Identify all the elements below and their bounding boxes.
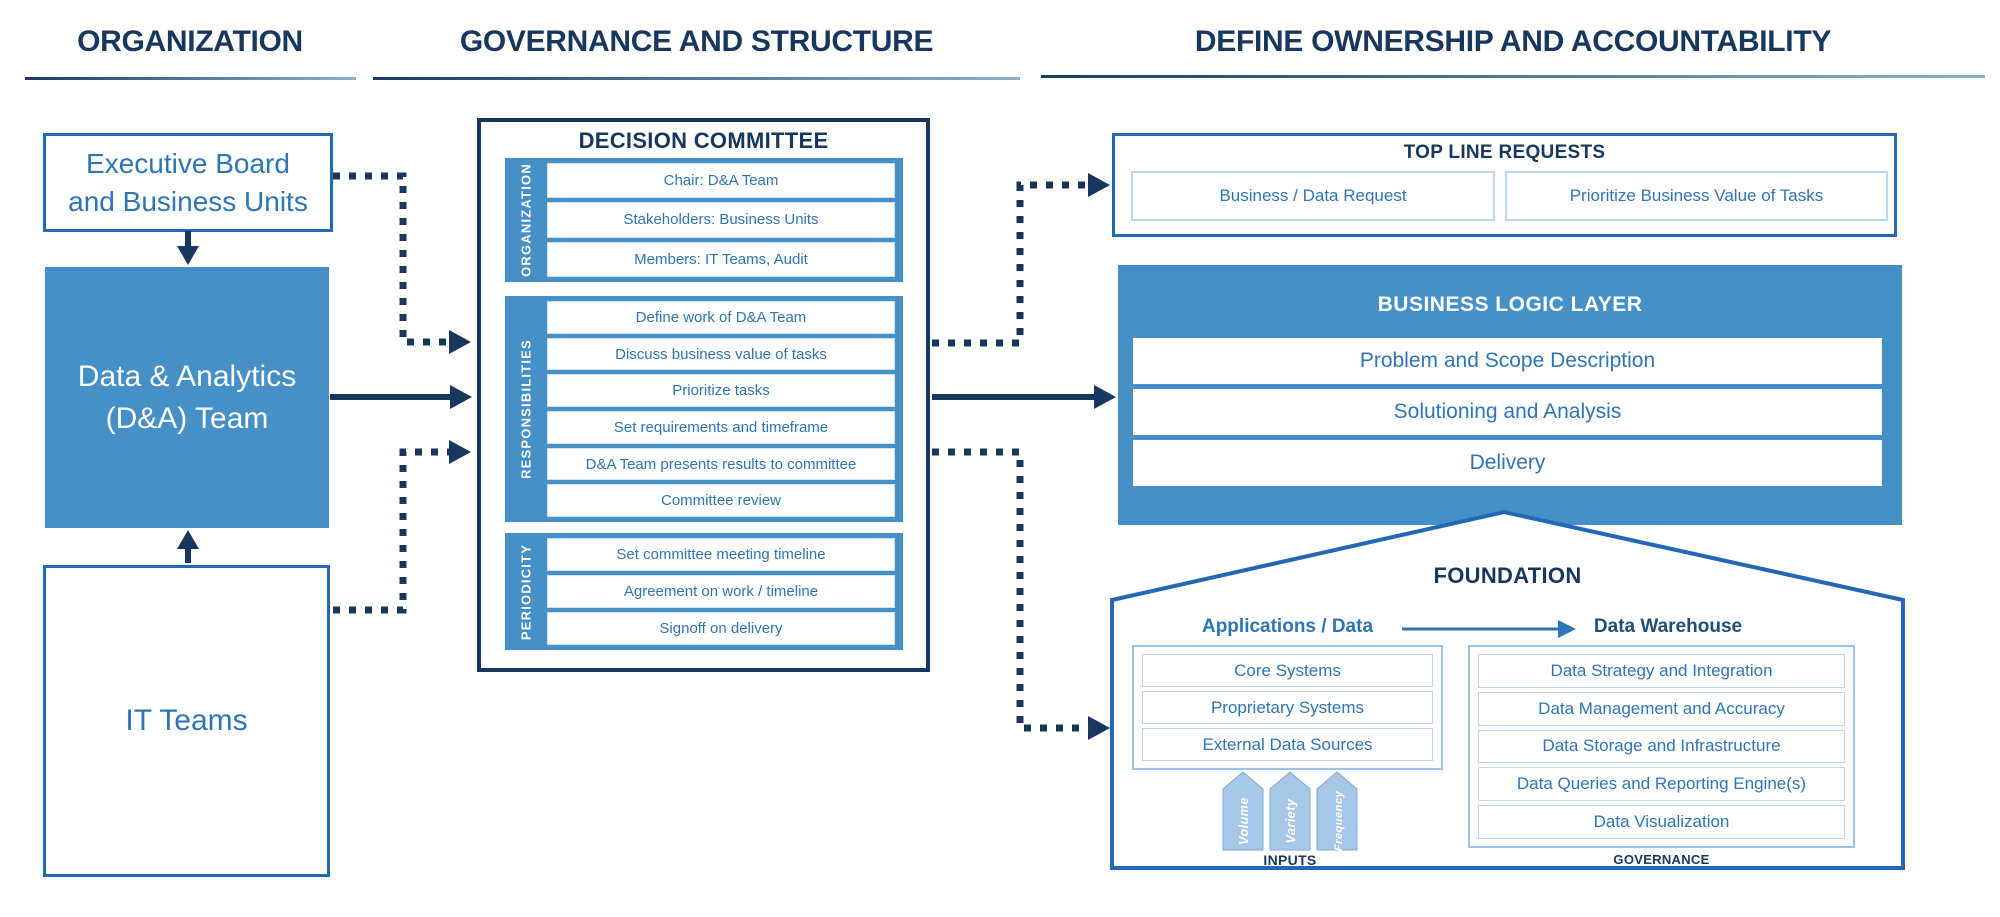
data-warehouse-box: Data Strategy and Integration Data Manag…	[1468, 645, 1855, 848]
dna-team-box: Data & Analytics (D&A) Team	[45, 267, 329, 528]
warehouse-row: Data Storage and Infrastructure	[1478, 729, 1845, 764]
committee-row: D&A Team presents results to committee	[547, 447, 895, 481]
committee-row: Agreement on work / timeline	[547, 575, 895, 608]
arrow-committee-to-foundation-dotted	[932, 448, 1088, 732]
arrowhead-down-icon	[177, 246, 199, 265]
input-arrows-group: Volume Variety Frequency	[1222, 771, 1358, 852]
applications-row: Core Systems	[1142, 654, 1433, 687]
decision-committee-title: DECISION COMMITTEE	[578, 128, 829, 153]
input-arrow-frequency-label: Frequency	[1333, 791, 1345, 852]
committee-row: Signoff on delivery	[547, 612, 895, 645]
input-arrow-volume: Volume	[1222, 771, 1264, 851]
committee-section-responsibilities-label: RESPONSIBILITIES	[518, 339, 534, 479]
top-line-request-cell: Prioritize Business Value of Tasks	[1505, 171, 1888, 221]
committee-section-organization-label: ORGANIZATION	[518, 163, 534, 277]
foundation-title: FOUNDATION	[1433, 563, 1582, 588]
input-arrow-frequency: Frequency	[1316, 771, 1358, 852]
it-teams-label: IT Teams	[125, 704, 248, 737]
bll-row: Problem and Scope Description	[1133, 338, 1882, 384]
warehouse-row: Data Visualization	[1478, 805, 1845, 839]
committee-section-responsibilities: RESPONSIBILITIES Define work of D&A Team…	[505, 296, 903, 522]
input-arrow-variety: Variety	[1269, 771, 1311, 851]
committee-section-responsibilities-label-col: RESPONSIBILITIES	[505, 296, 547, 522]
applications-row: Proprietary Systems	[1142, 691, 1433, 724]
arrow-committee-to-toplline-dotted	[932, 181, 1088, 347]
top-line-requests-title: TOP LINE REQUESTS	[1403, 142, 1606, 163]
it-teams-box: IT Teams	[43, 565, 330, 877]
committee-section-periodicity-label-col: PERIODICITY	[505, 533, 547, 650]
committee-row: Stakeholders: Business Units	[547, 202, 895, 238]
governance-caption: GOVERNANCE	[1613, 852, 1710, 867]
arrowhead-right-icon	[1088, 173, 1110, 197]
bll-row: Delivery	[1133, 440, 1882, 486]
executive-board-label: Executive Board and Business Units	[68, 147, 308, 217]
committee-row: Set committee meeting timeline	[547, 538, 895, 571]
header-governance: GOVERNANCE AND STRUCTURE	[459, 25, 934, 58]
applications-data-label: Applications / Data	[1201, 616, 1374, 637]
data-warehouse-label: Data Warehouse	[1593, 616, 1743, 637]
bll-row: Solutioning and Analysis	[1133, 389, 1882, 435]
committee-section-organization: ORGANIZATION Chair: D&A Team Stakeholder…	[505, 158, 903, 282]
committee-section-periodicity-label: PERIODICITY	[518, 543, 534, 640]
decision-committee-box: DECISION COMMITTEE ORGANIZATION Chair: D…	[477, 118, 930, 672]
header-ownership-underline	[1041, 75, 1985, 78]
business-logic-layer-title: BUSINESS LOGIC LAYER	[1377, 293, 1643, 316]
arrow-exec-to-committee-dotted	[333, 172, 449, 346]
arrow-it-to-committee-dotted	[333, 448, 449, 614]
arrowhead-right-icon	[450, 385, 472, 409]
arrowhead-right-icon	[449, 440, 471, 464]
committee-section-organization-label-col: ORGANIZATION	[505, 158, 547, 282]
dna-team-label: Data & Analytics (D&A) Team	[77, 359, 297, 435]
inputs-caption: INPUTS	[1263, 852, 1317, 868]
warehouse-row: Data Queries and Reporting Engine(s)	[1478, 767, 1845, 802]
committee-row: Set requirements and timeframe	[547, 411, 895, 444]
input-arrow-volume-label: Volume	[1237, 797, 1251, 845]
arrowhead-right-icon	[1558, 620, 1576, 638]
arrowhead-right-icon	[1094, 385, 1116, 409]
committee-row: Prioritize tasks	[547, 374, 895, 408]
applications-data-box: Core Systems Proprietary Systems Externa…	[1132, 645, 1443, 770]
header-governance-underline	[373, 77, 1020, 80]
header-organization: ORGANIZATION	[77, 25, 303, 58]
warehouse-row: Data Management and Accuracy	[1478, 691, 1845, 726]
top-line-requests-box: TOP LINE REQUESTS Business / Data Reques…	[1112, 133, 1897, 237]
top-line-request-cell: Business / Data Request	[1131, 171, 1495, 221]
arrowhead-up-icon	[177, 530, 199, 549]
arrowhead-right-icon	[449, 330, 471, 354]
warehouse-row: Data Strategy and Integration	[1478, 654, 1845, 688]
committee-row: Members: IT Teams, Audit	[547, 241, 895, 277]
committee-section-periodicity: PERIODICITY Set committee meeting timeli…	[505, 533, 903, 650]
committee-row: Chair: D&A Team	[547, 163, 895, 199]
committee-row: Committee review	[547, 484, 895, 518]
input-arrow-variety-label: Variety	[1284, 798, 1298, 843]
header-organization-underline	[25, 77, 356, 80]
applications-row: External Data Sources	[1142, 728, 1433, 761]
header-ownership: DEFINE OWNERSHIP AND ACCOUNTABILITY	[1194, 25, 1832, 58]
arrowhead-right-icon	[1088, 716, 1110, 740]
business-logic-layer-box: BUSINESS LOGIC LAYER Problem and Scope D…	[1118, 265, 1902, 525]
committee-row: Define work of D&A Team	[547, 301, 895, 334]
committee-row: Discuss business value of tasks	[547, 337, 895, 371]
executive-board-box: Executive Board and Business Units	[43, 133, 333, 232]
